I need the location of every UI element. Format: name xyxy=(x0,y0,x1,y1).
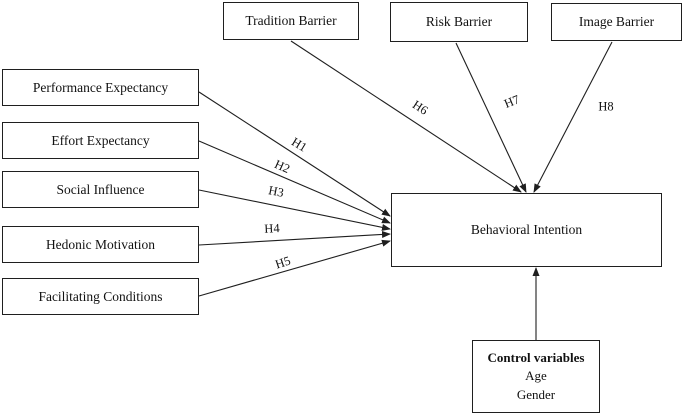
barrier-box-image: Image Barrier xyxy=(551,3,682,41)
edge-h4-arrow xyxy=(198,230,391,246)
control-variable-age: Age xyxy=(525,368,547,384)
edge-h6-arrow xyxy=(290,40,522,193)
hypothesis-label-h3: H3 xyxy=(267,183,285,200)
edge-h8-arrow xyxy=(533,41,613,193)
predictor-label-facilitating-conditions: Facilitating Conditions xyxy=(38,288,163,304)
control-variable-gender: Gender xyxy=(516,386,556,402)
predictor-label-hedonic-motivation: Hedonic Motivation xyxy=(45,236,156,252)
hypothesis-label-h4: H4 xyxy=(263,221,280,236)
barrier-label-tradition: Tradition Barrier xyxy=(245,13,337,29)
edge-h3-arrow xyxy=(198,189,391,231)
predictor-box-performance-expectancy: Performance Expectancy xyxy=(2,69,199,106)
barrier-box-tradition: Tradition Barrier xyxy=(223,2,359,40)
predictor-label-social-influence: Social Influence xyxy=(56,181,145,197)
control-variables-title: Control variables xyxy=(487,350,585,366)
predictor-box-social-influence: Social Influence xyxy=(2,171,199,208)
predictor-box-hedonic-motivation: Hedonic Motivation xyxy=(2,226,199,263)
predictor-label-performance-expectancy: Performance Expectancy xyxy=(32,79,169,95)
barrier-label-image: Image Barrier xyxy=(578,14,655,30)
predictor-box-effort-expectancy: Effort Expectancy xyxy=(2,122,199,159)
barrier-box-risk: Risk Barrier xyxy=(390,2,528,42)
edge-h5-arrow xyxy=(198,239,391,297)
control-variables-box: Control variables Age Gender xyxy=(472,340,600,413)
predictor-label-effort-expectancy: Effort Expectancy xyxy=(51,132,150,148)
outcome-label-behavioral-intention: Behavioral Intention xyxy=(470,222,583,238)
edge-h7-arrow xyxy=(455,42,527,193)
hypothesis-label-h8: H8 xyxy=(598,99,614,114)
barrier-label-risk: Risk Barrier xyxy=(425,14,493,30)
edge-h2-arrow xyxy=(198,140,391,224)
predictor-box-facilitating-conditions: Facilitating Conditions xyxy=(2,278,199,315)
outcome-box-behavioral-intention: Behavioral Intention xyxy=(391,193,662,267)
edge-h1-arrow xyxy=(198,91,391,217)
